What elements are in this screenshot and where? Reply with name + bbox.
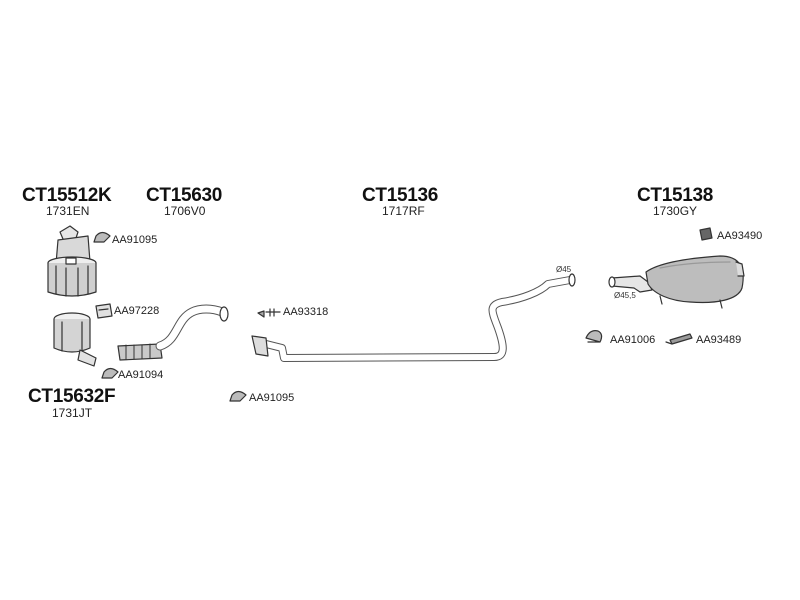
- rear-silencer: [608, 255, 745, 309]
- accessory-label: AA93318: [283, 306, 329, 318]
- accessory-label: AA91095: [112, 234, 158, 246]
- flexible-pipe: [117, 304, 229, 361]
- clamp-icon: [101, 367, 119, 379]
- assembly-ref: 1730GY: [653, 204, 698, 218]
- accessory-label: AA91095: [249, 392, 295, 404]
- accessory-label: AA91094: [118, 369, 164, 381]
- assembly-code: CT15138: [637, 185, 714, 206]
- assembly-ref: 1731JT: [52, 406, 93, 420]
- assembly-ref: 1706V0: [164, 204, 206, 218]
- clamp-icon: [585, 330, 603, 343]
- accessory-label: AA91006: [610, 334, 656, 346]
- accessory-label: AA97228: [114, 305, 160, 317]
- rubber-mount-icon: [699, 227, 713, 241]
- particulate-filter-lower: [53, 312, 97, 367]
- diameter-label: Ø45: [556, 265, 572, 274]
- accessory-label: AA93490: [717, 230, 763, 242]
- intermediate-pipe: [251, 273, 576, 362]
- accessory-label: AA93489: [696, 334, 742, 346]
- assembly-ref: 1731EN: [46, 204, 90, 218]
- assembly-ref: 1717RF: [382, 204, 425, 218]
- assembly-code: CT15630: [146, 185, 223, 206]
- assembly-code: CT15512K: [22, 185, 112, 206]
- gasket-icon: [95, 303, 113, 319]
- bolt-icon: [665, 333, 693, 345]
- clamp-icon: [93, 231, 111, 243]
- assembly-code: CT15632F: [28, 386, 116, 407]
- spring-bolt-icon: [257, 308, 281, 318]
- clamp-icon: [229, 390, 247, 402]
- catalytic-converter-upper: [47, 225, 97, 297]
- assembly-code: CT15136: [362, 185, 439, 206]
- diameter-label: Ø45,5: [614, 291, 636, 300]
